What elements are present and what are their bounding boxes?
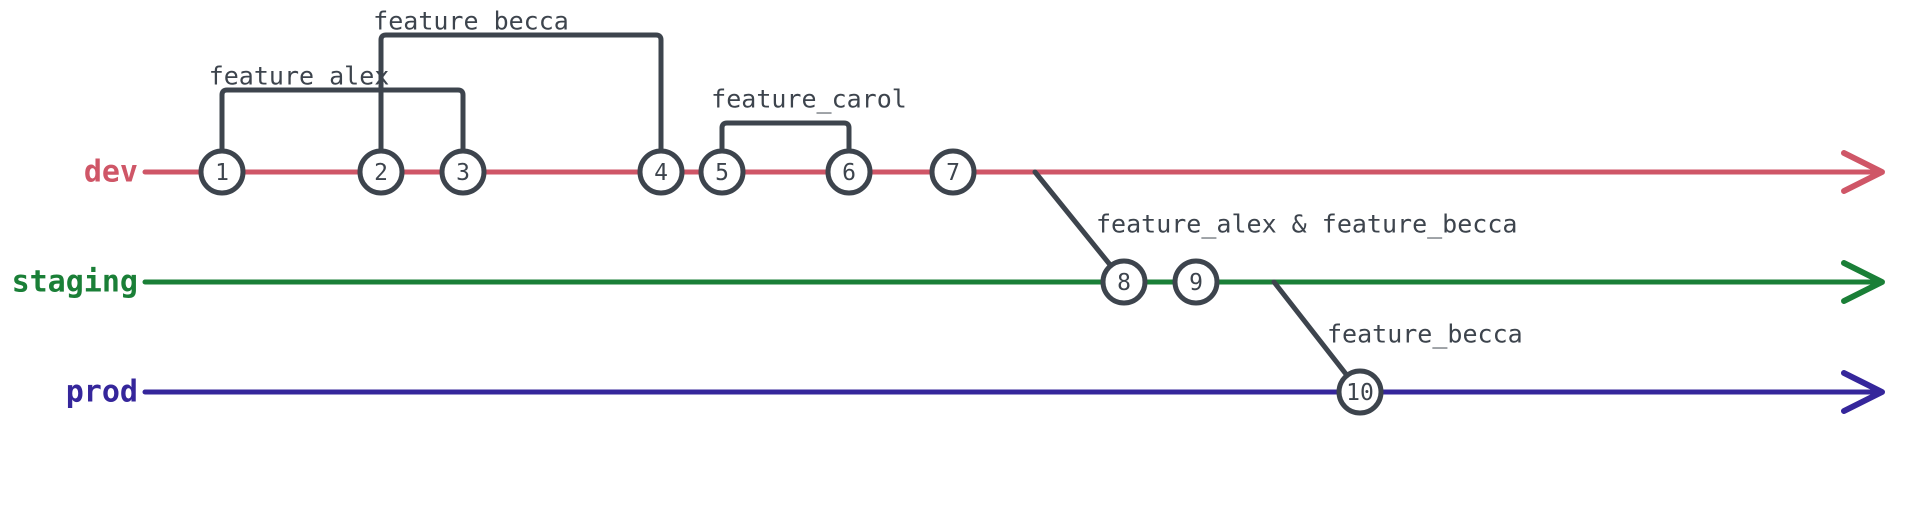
- branch-arrowhead-staging: [1841, 260, 1885, 304]
- feature-bracket-feature_alex: [219, 87, 466, 175]
- commit-circle-1[interactable]: [198, 148, 246, 196]
- commit-circle-4[interactable]: [637, 148, 685, 196]
- commit-circle-5[interactable]: [698, 148, 746, 196]
- feature-label-feature_carol: feature_carol: [711, 84, 907, 114]
- feature-bracket-feature_carol: [719, 120, 852, 175]
- branch-label-staging: staging: [11, 264, 138, 300]
- commit-label-3: 3: [456, 160, 470, 186]
- commit-node-1[interactable]: 1: [198, 148, 246, 196]
- feature-label-feature_becca: feature_becca: [373, 6, 569, 36]
- commit-label-10: 10: [1346, 380, 1374, 406]
- commit-label-4: 4: [654, 160, 668, 186]
- merge-label-0: feature_alex & feature_becca: [1096, 209, 1518, 239]
- branch-line-dev: [142, 150, 1885, 194]
- commit-circle-3[interactable]: [439, 148, 487, 196]
- branch-line-staging: [142, 260, 1885, 304]
- commit-label-1: 1: [215, 160, 229, 186]
- feature-label-feature_alex: feature_alex: [208, 61, 390, 91]
- merge-line-0: [1032, 169, 1127, 285]
- commit-node-9[interactable]: 9: [1172, 258, 1220, 306]
- commit-node-8[interactable]: 8: [1100, 258, 1148, 306]
- commit-node-4[interactable]: 4: [637, 148, 685, 196]
- branch-label-prod: prod: [65, 374, 138, 410]
- merge-label-1: feature_becca: [1327, 319, 1523, 349]
- branch-label-dev: dev: [83, 154, 138, 190]
- commit-node-3[interactable]: 3: [439, 148, 487, 196]
- commit-node-2[interactable]: 2: [357, 148, 405, 196]
- branch-line-prod: [142, 370, 1885, 414]
- commit-node-6[interactable]: 6: [825, 148, 873, 196]
- commit-label-8: 8: [1117, 270, 1131, 296]
- feature-bracket-path-feature_alex: [219, 87, 466, 175]
- branch-arrowhead-dev: [1841, 150, 1885, 194]
- feature-bracket-path-feature_becca: [378, 32, 664, 175]
- commit-label-2: 2: [374, 160, 388, 186]
- commit-circle-9[interactable]: [1172, 258, 1220, 306]
- commit-circle-8[interactable]: [1100, 258, 1148, 306]
- commit-node-10[interactable]: 10: [1336, 368, 1384, 416]
- branch-arrowhead-prod: [1841, 370, 1885, 414]
- commit-label-6: 6: [842, 160, 856, 186]
- commit-node-7[interactable]: 7: [929, 148, 977, 196]
- commit-circle-2[interactable]: [357, 148, 405, 196]
- commit-circle-7[interactable]: [929, 148, 977, 196]
- commit-node-5[interactable]: 5: [698, 148, 746, 196]
- commit-label-5: 5: [715, 160, 729, 186]
- commit-label-9: 9: [1189, 270, 1203, 296]
- feature-bracket-feature_becca: [378, 32, 664, 175]
- commit-label-7: 7: [946, 160, 960, 186]
- feature-bracket-path-feature_carol: [719, 120, 852, 175]
- commit-circle-10[interactable]: [1336, 368, 1384, 416]
- commit-circle-6[interactable]: [825, 148, 873, 196]
